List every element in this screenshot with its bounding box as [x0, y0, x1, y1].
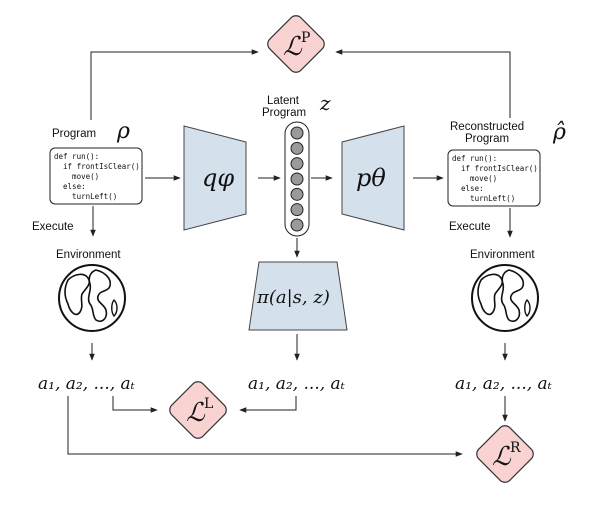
- program-rho-symbol: ρ: [116, 119, 130, 144]
- loss-reconstruction-sup: R: [510, 440, 521, 456]
- loss-latent-diamond: [169, 381, 227, 439]
- latent-cell: [290, 187, 304, 201]
- code-line: if frontIsClear():: [452, 164, 542, 173]
- arrow-actions-left-to-loss-r: [67, 396, 463, 457]
- recon-code-box: def run(): if frontIsClear(): move() els…: [447, 149, 542, 207]
- latent-cell: [290, 157, 304, 171]
- latent-vector: [284, 121, 310, 237]
- loss-reconstruction-node: ℒ R: [476, 425, 534, 483]
- loss-reconstruction-symbol: ℒ: [492, 442, 512, 472]
- environment-label-right: Environment: [470, 249, 535, 261]
- code-line: move(): [54, 172, 99, 181]
- latent-cell: [290, 218, 304, 232]
- environment-label-left: Environment: [56, 249, 121, 261]
- code-line: turnLeft(): [54, 192, 117, 201]
- loss-latent-node: ℒ L: [169, 381, 227, 439]
- loss-latent-sup: L: [204, 396, 213, 412]
- code-line: def run():: [54, 152, 99, 161]
- program-code-box: def run(): if frontIsClear(): move() els…: [49, 147, 144, 205]
- execute-label-left: Execute: [32, 221, 74, 233]
- loss-latent-symbol: ℒ: [186, 398, 206, 428]
- latent-label-line2: Program: [262, 107, 306, 119]
- globe-icon: [471, 264, 539, 332]
- loss-program-node: ℒ P: [267, 15, 325, 73]
- code-line: else:: [452, 184, 484, 193]
- actions-left: a₁, a₂, ..., aₜ: [38, 374, 136, 394]
- arrow-actions-mid-to-loss-l: [239, 396, 297, 413]
- decoder-network: [341, 125, 405, 231]
- recon-rho-hat-symbol: ρ̂: [552, 120, 566, 145]
- arrow-recon-to-loss-p: [335, 49, 511, 118]
- loss-program-diamond: [267, 15, 325, 73]
- loss-reconstruction-diamond: [476, 425, 534, 483]
- code-line: if frontIsClear():: [54, 162, 144, 171]
- code-line: turnLeft(): [452, 194, 515, 203]
- actions-right: a₁, a₂, ..., aₜ: [455, 374, 553, 394]
- execute-label-right: Execute: [449, 221, 491, 233]
- latent-cell: [290, 203, 304, 217]
- actions-middle: a₁, a₂, ..., aₜ: [248, 374, 346, 394]
- program-label: Program: [52, 128, 96, 140]
- recon-label-line1: Reconstructed: [450, 121, 524, 133]
- policy-network: [248, 261, 348, 331]
- code-line: def run():: [452, 154, 497, 163]
- policy-symbol: π(a|s, z): [256, 287, 330, 308]
- encoder-symbol: qφ: [202, 164, 234, 192]
- encoder-network: [183, 125, 247, 231]
- decoder-symbol: pθ: [356, 164, 386, 192]
- latent-label-line1: Latent: [267, 95, 300, 107]
- recon-label-line2: Program: [465, 133, 509, 145]
- code-line: else:: [54, 182, 86, 191]
- globe-icon: [58, 264, 126, 332]
- loss-program-sup: P: [301, 30, 310, 46]
- arrow-actions-left-to-loss-l: [112, 396, 158, 413]
- latent-cell: [290, 141, 304, 155]
- loss-program-symbol: ℒ: [283, 32, 303, 62]
- latent-cell: [290, 126, 304, 140]
- latent-z-symbol: z: [319, 91, 331, 115]
- latent-cell: [290, 172, 304, 186]
- code-line: move(): [452, 174, 497, 183]
- arrow-program-to-loss-p: [90, 49, 259, 120]
